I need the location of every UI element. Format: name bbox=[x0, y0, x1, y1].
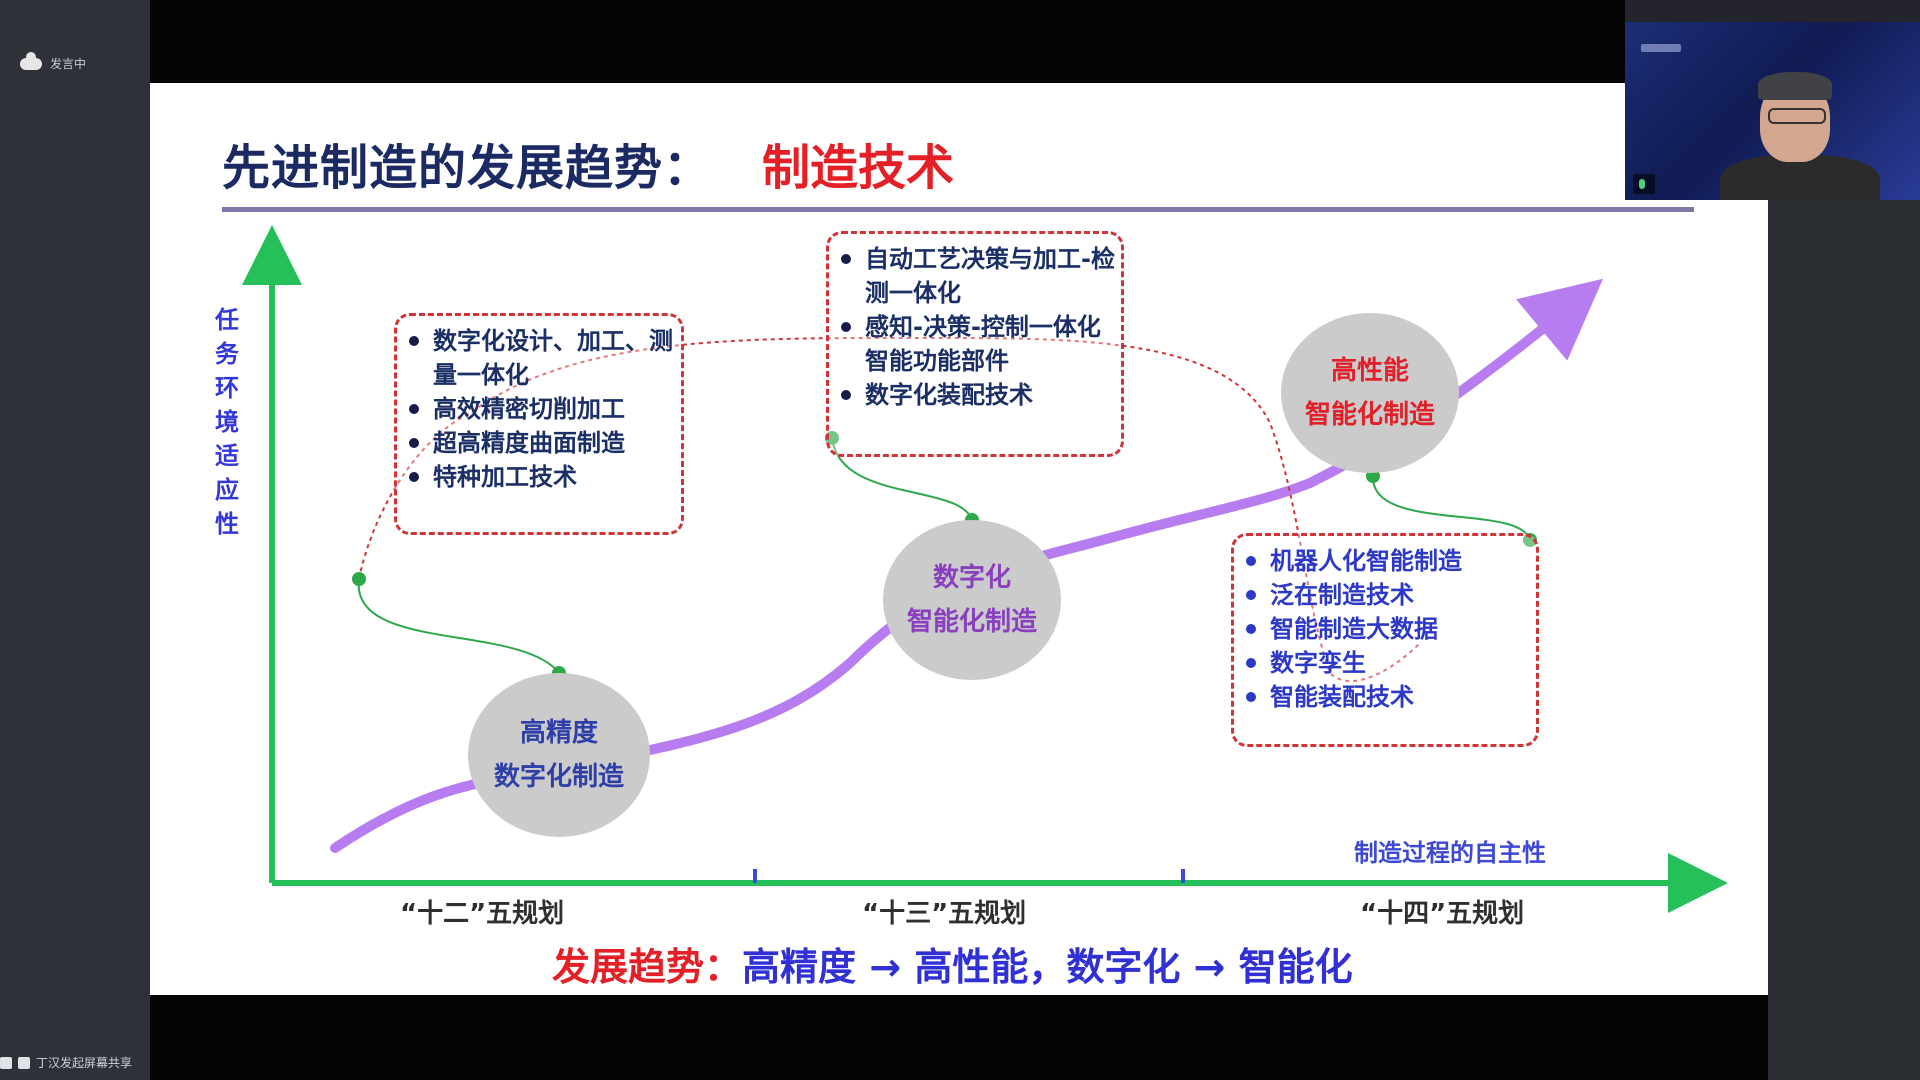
green-connector bbox=[831, 437, 973, 521]
shared-slide: 先进制造的发展趋势： 制造技术 任务环境适应性 高精度 数字化制 bbox=[150, 83, 1768, 995]
y-axis-label: 任务环境适应性 bbox=[215, 306, 239, 538]
presenter-glasses bbox=[1768, 108, 1826, 124]
bubble-line: 智能化制造 bbox=[1304, 400, 1435, 430]
box-item: 机器人化智能制造 bbox=[1234, 544, 1536, 578]
title-divider bbox=[222, 207, 1694, 212]
video-banner bbox=[1641, 44, 1681, 52]
tech-box-14th: 机器人化智能制造 泛在制造技术 智能制造大数据 数字孪生 智能装配技术 bbox=[1231, 533, 1539, 747]
trend-arrow bbox=[1515, 278, 1604, 361]
video-title-bar bbox=[1625, 0, 1920, 22]
connector-dot bbox=[352, 572, 366, 586]
box-item: 智能制造大数据 bbox=[1234, 612, 1536, 646]
box-item: 智能装配技术 bbox=[1234, 680, 1536, 714]
period-label: “十四”五规划 bbox=[1360, 899, 1525, 929]
bubble-high-precision: 高精度 数字化制造 bbox=[468, 673, 650, 837]
trend-summary: 发展趋势：高精度 → 高性能，数字化 → 智能化 bbox=[552, 936, 1353, 991]
green-connector bbox=[1371, 475, 1531, 541]
tech-box-12th: 数字化设计、加工、测量一体化 高效精密切削加工 超高精度曲面制造 特种加工技术 bbox=[394, 313, 684, 535]
slide-title: 先进制造的发展趋势： bbox=[222, 140, 713, 196]
box-item: 高效精密切削加工 bbox=[397, 392, 681, 426]
dashed-connector bbox=[358, 336, 1421, 683]
box-item: 数字化设计、加工、测量一体化 bbox=[397, 324, 681, 392]
share-status-label: 丁汉发起屏幕共享 bbox=[36, 1056, 133, 1070]
box-item: 自动工艺决策与加工-检测一体化 bbox=[829, 242, 1121, 310]
box-item: 数字化装配技术 bbox=[829, 378, 1121, 412]
share-status: 丁汉发起屏幕共享 bbox=[0, 1054, 132, 1071]
box-item: 感知-决策-控制一体化智能功能部件 bbox=[829, 310, 1121, 378]
period-label: “十二”五规划 bbox=[400, 899, 565, 929]
presenter-hair bbox=[1758, 72, 1832, 100]
box-item: 泛在制造技术 bbox=[1234, 578, 1536, 612]
box-item: 数字孪生 bbox=[1234, 646, 1536, 680]
box-item: 特种加工技术 bbox=[397, 460, 681, 494]
bubble-line: 高精度 bbox=[519, 718, 598, 748]
video-name-tag bbox=[1633, 174, 1655, 194]
speaking-indicator: 发言中 bbox=[20, 51, 87, 72]
speaker-video-tile[interactable] bbox=[1625, 0, 1920, 200]
tech-box-13th: 自动工艺决策与加工-检测一体化 感知-决策-控制一体化智能功能部件 数字化装配技… bbox=[826, 231, 1124, 457]
box-item: 超高精度曲面制造 bbox=[397, 426, 681, 460]
cloud-icon bbox=[20, 51, 42, 70]
x-axis-label: 制造过程的自主性 bbox=[1354, 839, 1546, 867]
screen-share-icon bbox=[0, 1056, 12, 1069]
period-label: “十三”五规划 bbox=[862, 899, 1027, 929]
trend-summary-label: 发展趋势： bbox=[552, 945, 743, 989]
bubble-line: 数字化制造 bbox=[493, 762, 624, 792]
trend-summary-text: 高精度 → 高性能，数字化 → 智能化 bbox=[742, 945, 1353, 989]
bottom-letterbox bbox=[150, 995, 1770, 1080]
bubble-line: 高性能 bbox=[1330, 356, 1409, 386]
bubble-high-performance: 高性能 智能化制造 bbox=[1281, 313, 1459, 473]
slide-title-emphasis: 制造技术 bbox=[762, 140, 955, 196]
mic-icon bbox=[18, 1056, 30, 1069]
bubble-line: 智能化制造 bbox=[906, 607, 1037, 637]
speaking-label: 发言中 bbox=[50, 57, 87, 71]
green-connector bbox=[357, 578, 560, 674]
mic-icon bbox=[1639, 179, 1645, 189]
bubble-line: 数字化 bbox=[932, 563, 1011, 593]
bubble-digital: 数字化 智能化制造 bbox=[883, 520, 1061, 680]
top-letterbox bbox=[150, 0, 1625, 83]
left-rail: 发言中 bbox=[0, 0, 150, 1080]
presenter-body bbox=[1720, 155, 1880, 200]
